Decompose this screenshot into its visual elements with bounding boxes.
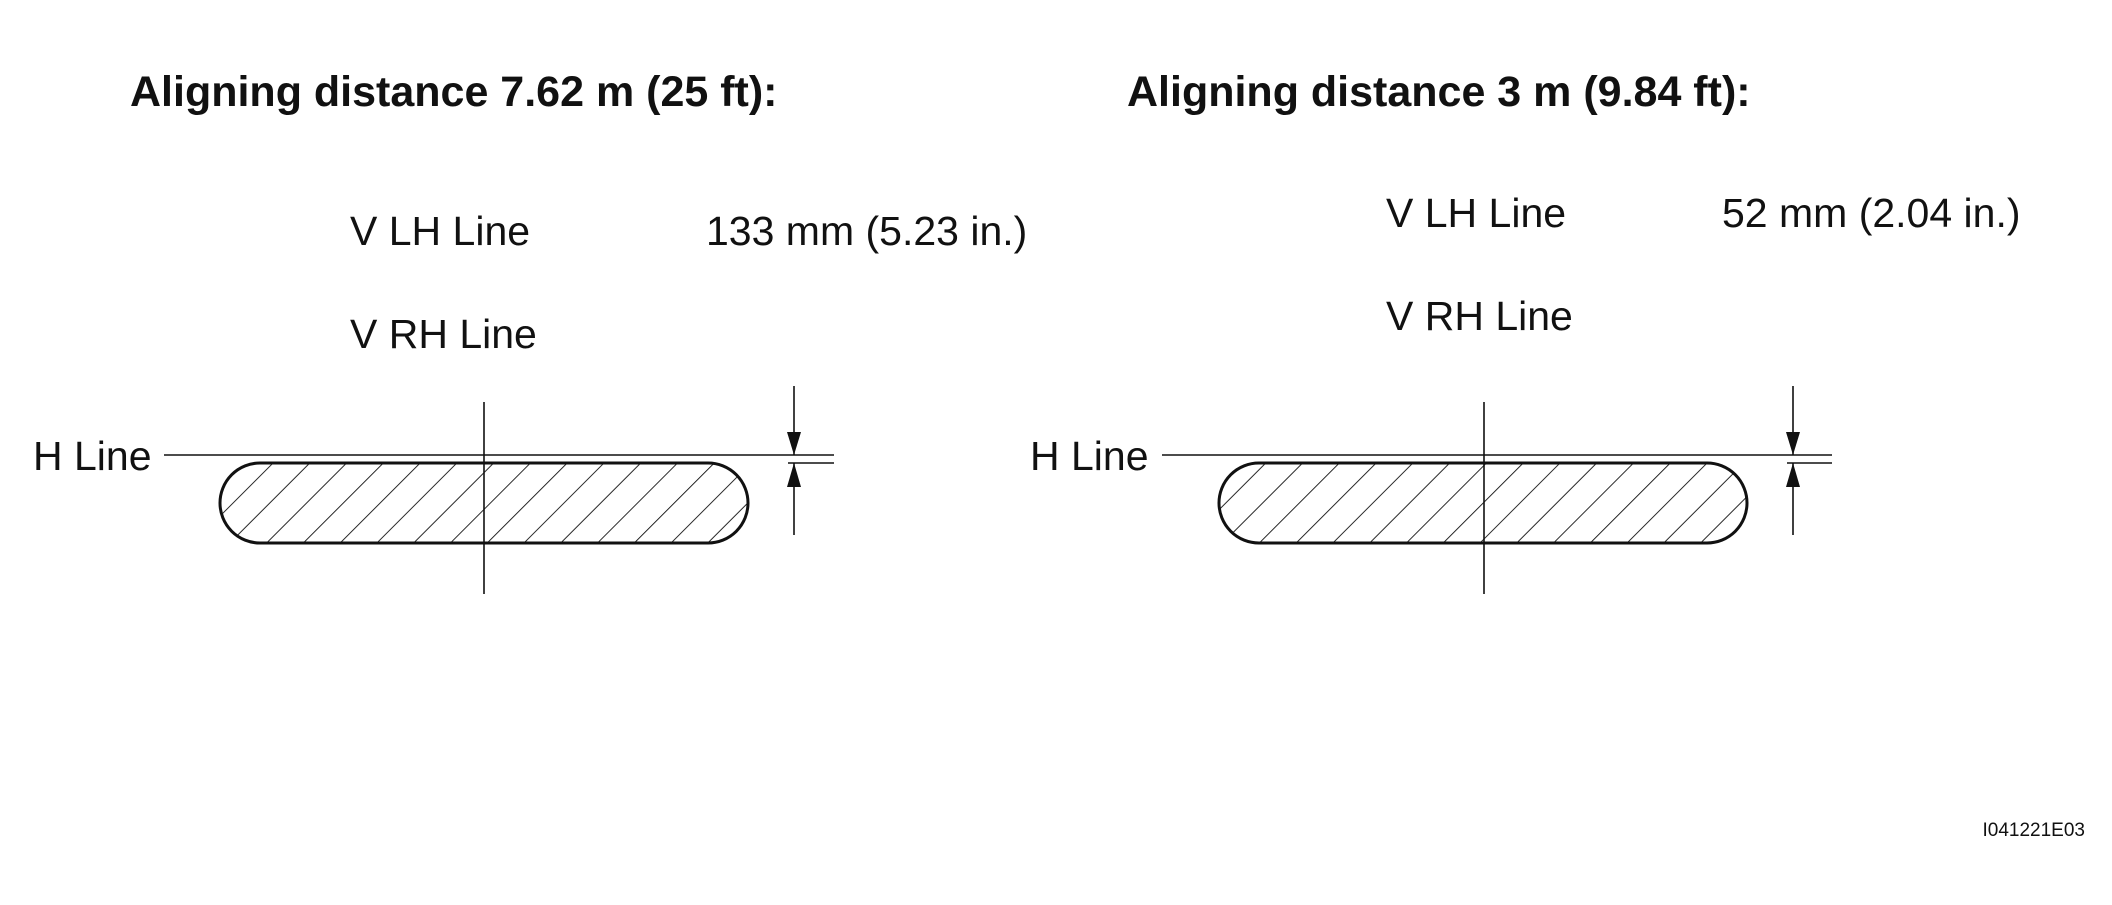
figure-code: I041221E03 [1983, 820, 2086, 841]
v-lh-line-value: 52 mm (2.04 in.) [1722, 190, 2021, 236]
v-lh-line-label: V LH Line [350, 208, 530, 254]
panel-7-62m: Aligning distance 7.62 m (25 ft): V LH L… [33, 68, 1027, 594]
arrow-down-icon [1786, 432, 1800, 455]
v-rh-line-label: V RH Line [1386, 293, 1573, 339]
h-line-label: H Line [33, 433, 152, 479]
beam-cutoff-pattern [218, 461, 750, 545]
v-lh-line-value: 133 mm (5.23 in.) [706, 208, 1027, 254]
panel-3m: Aligning distance 3 m (9.84 ft): V LH Li… [1030, 68, 2021, 594]
panel-title: Aligning distance 3 m (9.84 ft): [1127, 68, 1751, 116]
arrow-up-icon [787, 463, 801, 487]
beam-cutoff-pattern [1217, 461, 1749, 545]
arrow-down-icon [787, 432, 801, 455]
arrow-up-icon [1786, 463, 1800, 487]
panel-title: Aligning distance 7.62 m (25 ft): [130, 68, 778, 116]
h-line-label: H Line [1030, 433, 1149, 479]
v-rh-line-label: V RH Line [350, 311, 537, 357]
v-lh-line-label: V LH Line [1386, 190, 1566, 236]
